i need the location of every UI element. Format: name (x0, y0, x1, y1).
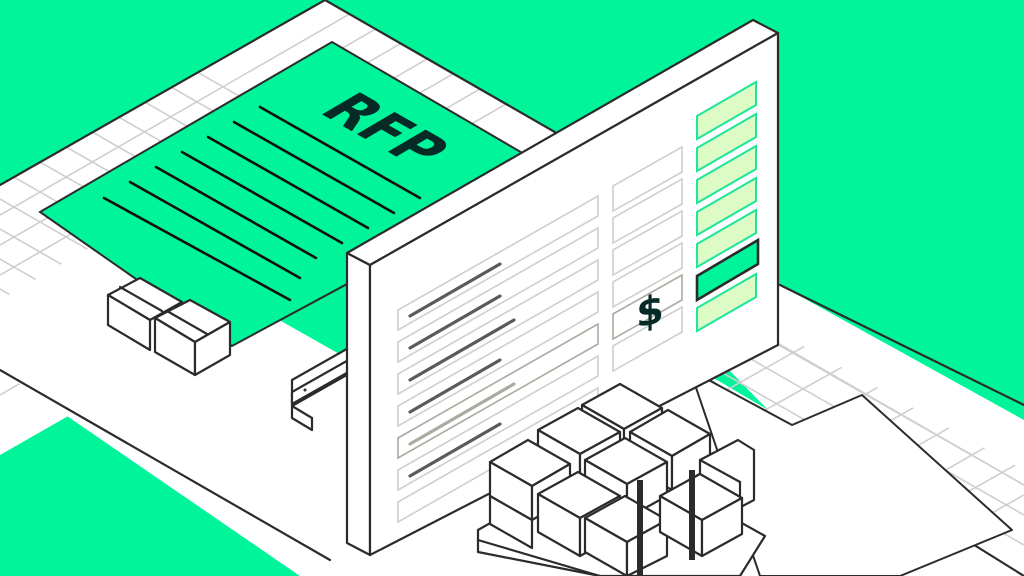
score-bar (696, 272, 757, 333)
text-field (397, 226, 599, 364)
text-field (397, 258, 599, 396)
board-side (345, 251, 372, 557)
text-field (397, 354, 599, 492)
rfp-evaluation-board: $ (345, 18, 780, 557)
floor-edge (0, 368, 332, 562)
score-bar (696, 80, 757, 141)
score-bar (696, 112, 757, 173)
board-score-bars (695, 80, 760, 333)
score-bar (696, 176, 757, 237)
dollar-icon: $ (636, 284, 664, 337)
document-text-lines (102, 105, 422, 302)
score-bar-selected (695, 237, 760, 303)
price-field (612, 273, 683, 341)
score-bar (696, 144, 757, 205)
front-pallet (476, 382, 767, 576)
text-field (397, 194, 599, 332)
text-field (397, 290, 599, 428)
board-value-fields: $ (612, 145, 683, 373)
text-field-highlighted (397, 322, 599, 460)
score-bar (696, 208, 757, 269)
box-stack (488, 382, 756, 576)
left-boxes (106, 276, 232, 377)
board-text-rows (397, 194, 599, 524)
